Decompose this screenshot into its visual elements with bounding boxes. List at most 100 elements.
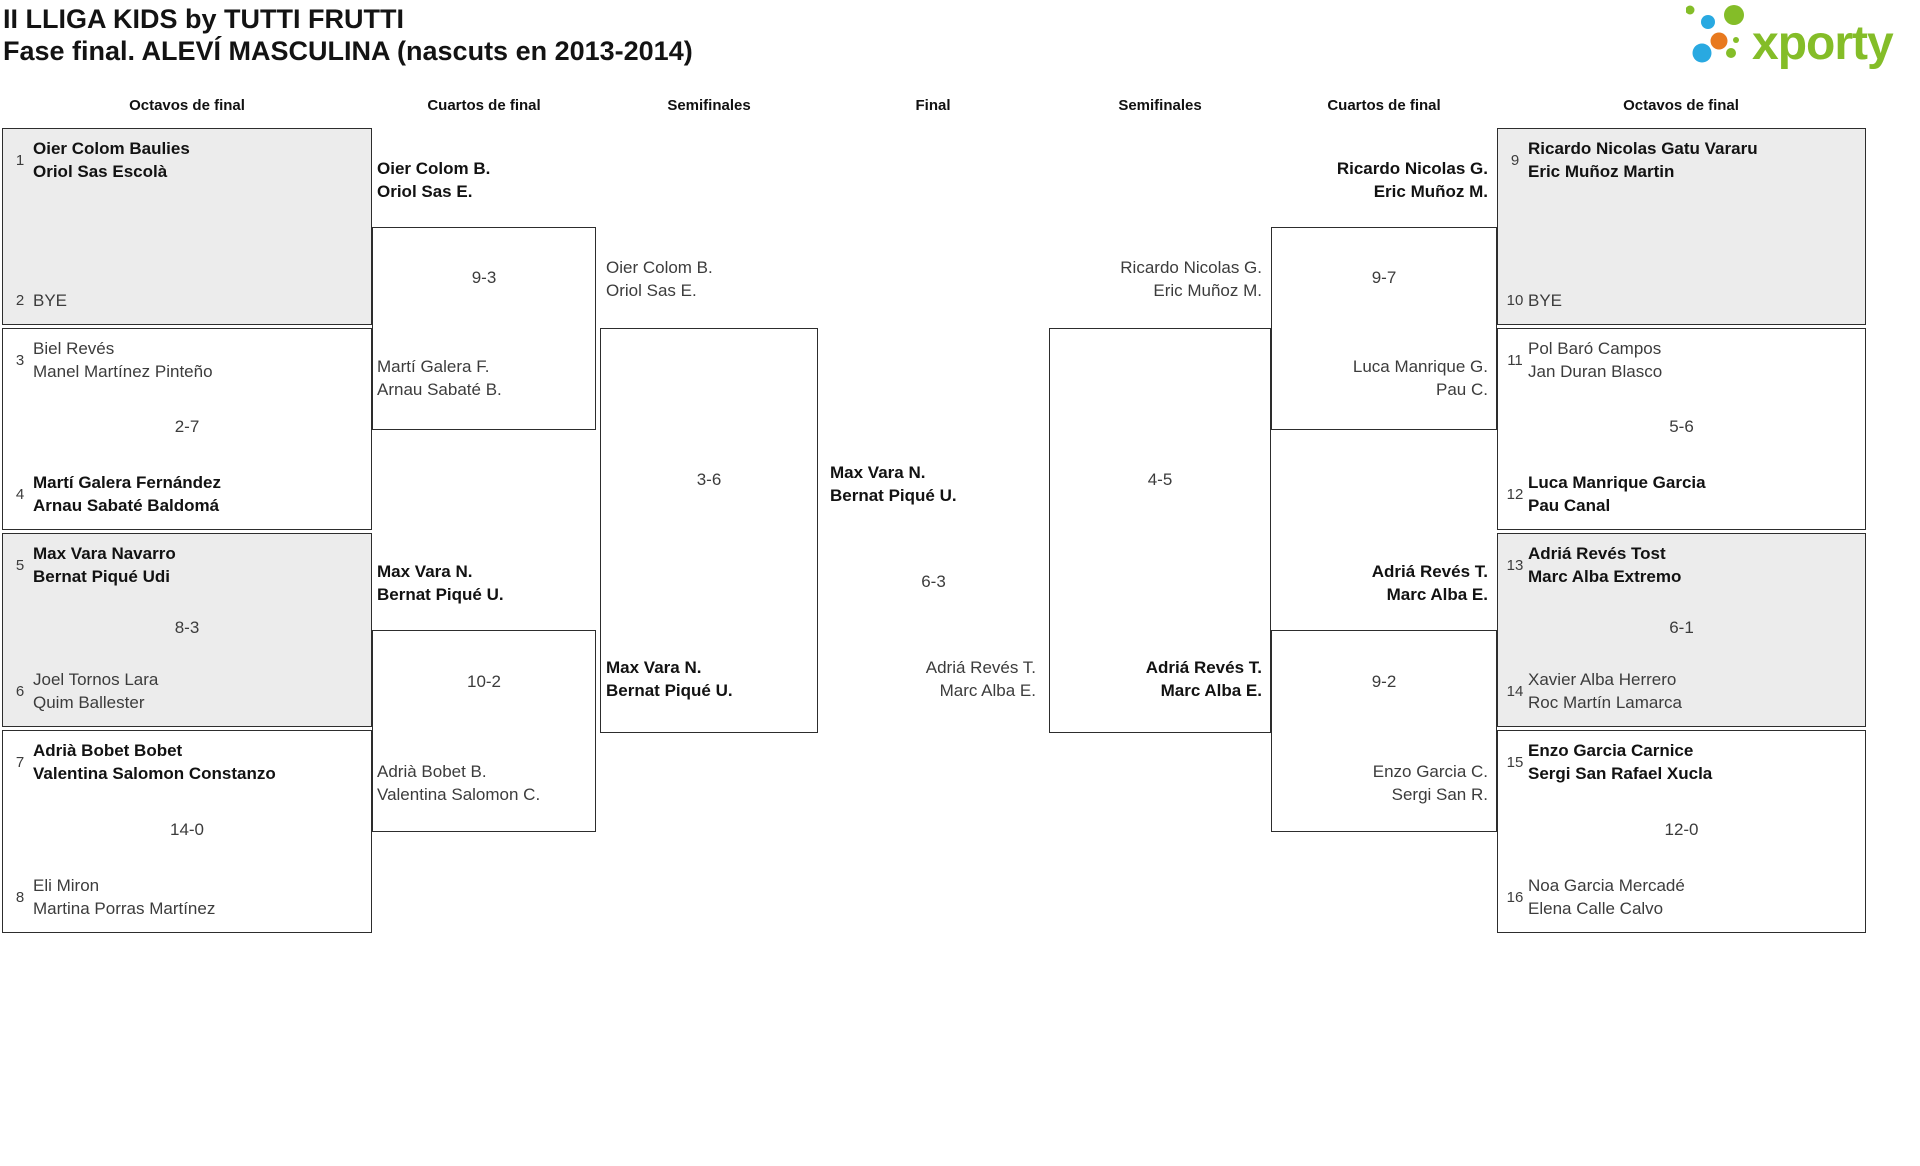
seed-number: 9	[1510, 151, 1520, 169]
player-name: Luca Manrique Garcia	[1528, 473, 1706, 492]
match-score: 4-5	[1147, 470, 1173, 489]
team-row: 15 Enzo Garcia Carnice Sergi San Rafael …	[1502, 739, 1859, 785]
player-name: Luca Manrique G.	[1352, 357, 1488, 376]
player-name: Adrià Bobet Bobet	[33, 741, 183, 760]
player-name: Bernat Piqué U.	[830, 486, 957, 505]
seed-number: 14	[1506, 682, 1524, 700]
match-octavos-right-2: 11 Pol Baró Campos Jan Duran Blasco 5-6 …	[1497, 328, 1866, 530]
round-header-octavos-right: Octavos de final	[1623, 97, 1739, 114]
team-name: Max Vara N. Bernat Piqué U.	[377, 560, 504, 606]
team-name: Oier Colom B. Oriol Sas E.	[377, 157, 490, 203]
player-name: Quim Ballester	[33, 693, 145, 712]
team-name: Enzo Garcia Carnice Sergi San Rafael Xuc…	[1528, 739, 1712, 785]
match-octavos-right-3: 13 Adriá Revés Tost Marc Alba Extremo 6-…	[1497, 533, 1866, 727]
player-name: Marc Alba E.	[939, 681, 1036, 700]
round-header-semis-left: Semifinales	[667, 97, 751, 114]
team-row: 11 Pol Baró Campos Jan Duran Blasco	[1502, 337, 1859, 383]
logo-text: xporty	[1752, 17, 1894, 70]
seed-number: 6	[15, 682, 25, 700]
player-name: Roc Martín Lamarca	[1528, 693, 1682, 712]
match-octavos-left-3: 5 Max Vara Navarro Bernat Piqué Udi 8-3 …	[2, 533, 372, 727]
match-octavos-left-4: 7 Adrià Bobet Bobet Valentina Salomon Co…	[2, 730, 372, 933]
match-semifinal-right-box	[1049, 328, 1271, 733]
player-name: Noa Garcia Mercadé	[1528, 876, 1685, 895]
player-name: Oriol Sas E.	[377, 182, 473, 201]
logo-dot-blue-1	[1701, 15, 1715, 29]
seed-number: 8	[15, 888, 25, 906]
seed-number: 1	[15, 151, 25, 169]
player-name: Ricardo Nicolas G.	[1336, 159, 1488, 178]
player-name: Oier Colom B.	[377, 159, 491, 178]
player-name: Ricardo Nicolas Gatu Vararu	[1528, 139, 1758, 158]
player-name: Marc Alba E.	[1160, 681, 1262, 700]
match-cuartos-left-2-box	[372, 630, 596, 832]
player-name: Martí Galera F.	[377, 357, 490, 376]
match-score: 2-7	[174, 417, 200, 436]
logo-dot-green-3	[1733, 37, 1739, 43]
team-name: Ricardo Nicolas Gatu Vararu Eric Muñoz M…	[1528, 137, 1758, 183]
player-name: Adriá Revés T.	[1371, 562, 1488, 581]
team-name: Xavier Alba Herrero Roc Martín Lamarca	[1528, 668, 1682, 714]
player-name: Biel Revés	[33, 339, 115, 358]
team-name-final-runnerup: Adriá Revés T. Marc Alba E.	[926, 656, 1036, 702]
match-cuartos-left-1-box	[372, 227, 596, 430]
player-name: Oriol Sas E.	[606, 281, 697, 300]
team-name: Noa Garcia Mercadé Elena Calle Calvo	[1528, 874, 1685, 920]
player-name: BYE	[33, 291, 68, 310]
match-score: 5-6	[1669, 417, 1694, 436]
seed-number: 3	[15, 351, 25, 369]
round-header-semis-right: Semifinales	[1118, 97, 1202, 114]
player-name: Bernat Piqué U.	[606, 681, 733, 700]
match-octavos-left-1: 1 Oier Colom Baulies Oriol Sas Escolà 2 …	[2, 128, 372, 325]
team-name: Max Vara Navarro Bernat Piqué Udi	[33, 542, 176, 588]
player-name: Adrià Bobet B.	[377, 762, 487, 781]
player-name: Enzo Garcia Carnice	[1528, 741, 1694, 760]
player-name: Adriá Revés Tost	[1528, 544, 1666, 563]
seed-number: 10	[1506, 292, 1524, 309]
seed-number: 16	[1506, 888, 1524, 906]
player-name: Pau C.	[1436, 380, 1488, 399]
player-name: Oier Colom Baulies	[33, 139, 190, 158]
player-name: Martina Porras Martínez	[33, 899, 216, 918]
match-score: 9-2	[1371, 672, 1397, 691]
seed-number: 12	[1506, 485, 1524, 503]
team-name: Ricardo Nicolas G. Eric Muñoz M.	[1337, 157, 1488, 203]
player-name: Arnau Sabaté Baldomá	[33, 496, 220, 515]
match-octavos-right-4: 15 Enzo Garcia Carnice Sergi San Rafael …	[1497, 730, 1866, 933]
page-title: II LLIGA KIDS by TUTTI FRUTTI	[3, 4, 404, 34]
player-name: Sergi San R.	[1391, 785, 1488, 804]
logo-dot-orange	[1710, 32, 1728, 50]
player-name: Adriá Revés T.	[925, 658, 1036, 677]
player-name: Max Vara Navarro	[33, 544, 176, 563]
player-name: Xavier Alba Herrero	[1528, 670, 1677, 689]
match-score: 14-0	[169, 819, 205, 839]
team-name: Ricardo Nicolas G. Eric Muñoz M.	[1120, 256, 1262, 302]
player-name: Arnau Sabaté B.	[377, 380, 502, 399]
player-name: Eric Muñoz M.	[1373, 182, 1488, 201]
logo-dot-green-2	[1724, 5, 1744, 25]
team-name: Biel Revés Manel Martínez Pinteño	[33, 337, 213, 383]
player-name: Eric Muñoz M.	[1153, 281, 1262, 300]
team-name: Adriá Revés T. Marc Alba E.	[1372, 560, 1488, 606]
player-name: Pol Baró Campos	[1528, 339, 1662, 358]
team-name: Oier Colom B. Oriol Sas E.	[606, 256, 713, 302]
team-row: 8 Eli Miron Martina Porras Martínez	[7, 874, 365, 920]
player-name: Oriol Sas Escolà	[33, 162, 168, 181]
player-name: Martí Galera Fernández	[33, 473, 222, 492]
team-row: 12 Luca Manrique Garcia Pau Canal	[1502, 471, 1859, 517]
seed-number: 5	[15, 556, 25, 574]
match-score: 9-3	[471, 268, 497, 287]
round-header-final: Final	[915, 97, 951, 114]
logo-dot-green-1	[1686, 5, 1695, 15]
player-name: Marc Alba E.	[1386, 585, 1488, 604]
player-name: Jan Duran Blasco	[1528, 362, 1663, 381]
seed-number: 2	[15, 292, 25, 309]
player-name: Manel Martínez Pinteño	[33, 362, 213, 381]
final-score: 6-3	[921, 572, 946, 591]
xporty-logo: xporty	[1686, 5, 1895, 70]
match-octavos-left-2: 3 Biel Revés Manel Martínez Pinteño 2-7 …	[2, 328, 372, 530]
match-score: 12-0	[1664, 819, 1699, 839]
team-row: 4 Martí Galera Fernández Arnau Sabaté Ba…	[7, 471, 365, 517]
player-name: Eric Muñoz Martin	[1528, 162, 1675, 181]
team-row: 9 Ricardo Nicolas Gatu Vararu Eric Muñoz…	[1502, 137, 1859, 183]
